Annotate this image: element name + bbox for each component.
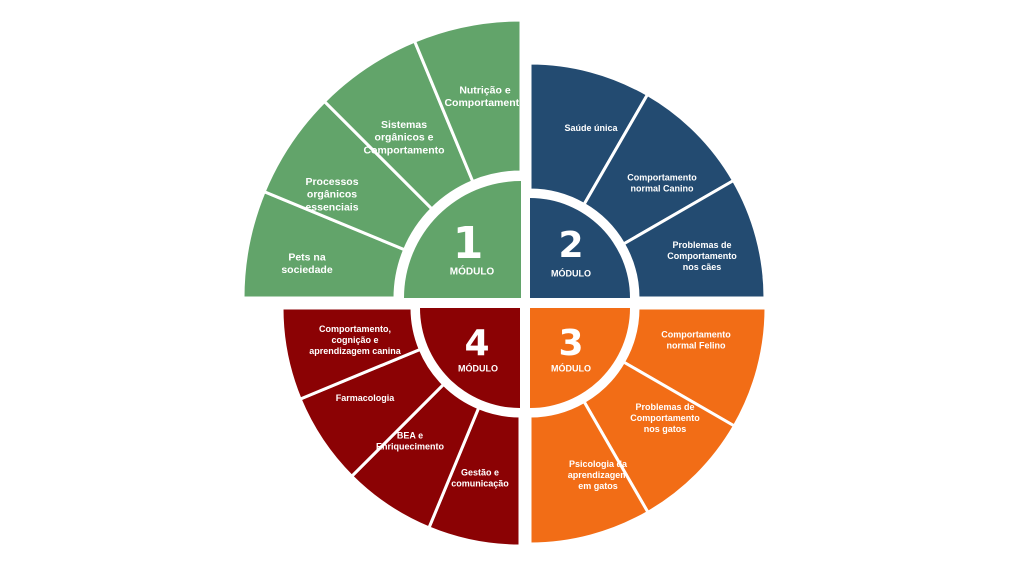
module-number: 3 (558, 323, 583, 364)
module-word: MÓDULO (551, 267, 591, 278)
module-word: MÓDULO (450, 265, 495, 278)
segment-label-line: Saúde única (564, 123, 618, 133)
segment-label-line: Enriquecimento (376, 442, 445, 452)
segment-label: Farmacologia (336, 393, 396, 403)
segment-label-line: nos gatos (644, 424, 687, 434)
segment-label-line: Comportamento (667, 251, 737, 261)
segment-label-line: comunicação (451, 479, 509, 489)
segment-label-line: normal Canino (630, 184, 694, 194)
segment-label-line: em gatos (578, 481, 618, 491)
module-1-hub[interactable] (404, 181, 521, 298)
module-4-segment[interactable] (427, 406, 522, 548)
segment-label-line: Problemas de (635, 402, 694, 412)
module-number: 2 (558, 225, 583, 266)
segment-label-line: cognição e (331, 335, 378, 345)
module-2-hub[interactable] (530, 198, 630, 298)
segment-label-line: Comportamento (627, 173, 697, 183)
segment-label-line: Comportamento (444, 97, 525, 109)
module-3-hub[interactable] (530, 308, 630, 408)
module-4-segment[interactable] (350, 382, 481, 530)
segment-label-line: nos cães (683, 262, 722, 272)
module-number: 1 (453, 218, 484, 269)
segment-label-line: orgânicos e (375, 132, 434, 144)
segment-label-line: Comportamento (630, 413, 700, 423)
module-word: MÓDULO (551, 362, 591, 373)
module-4-segment[interactable] (298, 347, 446, 478)
segment-label-line: Nutrição e (459, 84, 511, 96)
segment-label-line: sociedade (281, 264, 333, 276)
module-word: MÓDULO (458, 362, 498, 373)
module-3-segment[interactable] (528, 400, 650, 546)
segment-label-line: aprendizagem (568, 470, 629, 480)
segment-label: Saúde única (564, 123, 618, 133)
segment-label-line: Processos (305, 176, 358, 188)
module-4-segment[interactable] (280, 306, 422, 401)
module-2-segment[interactable] (622, 179, 767, 300)
module-2-segment[interactable] (582, 92, 736, 246)
module-2-segment[interactable] (528, 61, 649, 206)
module-3-segment[interactable] (582, 360, 736, 514)
segment-label-line: aprendizagem canina (309, 346, 402, 356)
segment-label-line: Sistemas (381, 119, 427, 131)
segment-label-line: Problemas de (672, 240, 731, 250)
segment-label-line: orgânicos (307, 189, 357, 201)
segment-label-line: Pets na (288, 251, 326, 263)
segment-label-line: Comportamento (363, 144, 444, 156)
segment-label-line: essenciais (305, 201, 358, 213)
segment-label-line: Psicologia da (569, 459, 628, 469)
module-1-segment[interactable] (413, 18, 523, 184)
segment-label-line: BEA e (397, 431, 423, 441)
module-4-hub[interactable] (420, 308, 520, 408)
segment-label-line: normal Felino (666, 341, 726, 351)
segment-label-line: Comportamento (661, 330, 731, 340)
module-number: 4 (464, 323, 489, 364)
segment-label-line: Farmacologia (336, 393, 396, 403)
module-3-segment[interactable] (622, 306, 768, 428)
segment-label-line: Gestão e (461, 468, 499, 478)
segment-label-line: Comportamento, (319, 324, 391, 334)
